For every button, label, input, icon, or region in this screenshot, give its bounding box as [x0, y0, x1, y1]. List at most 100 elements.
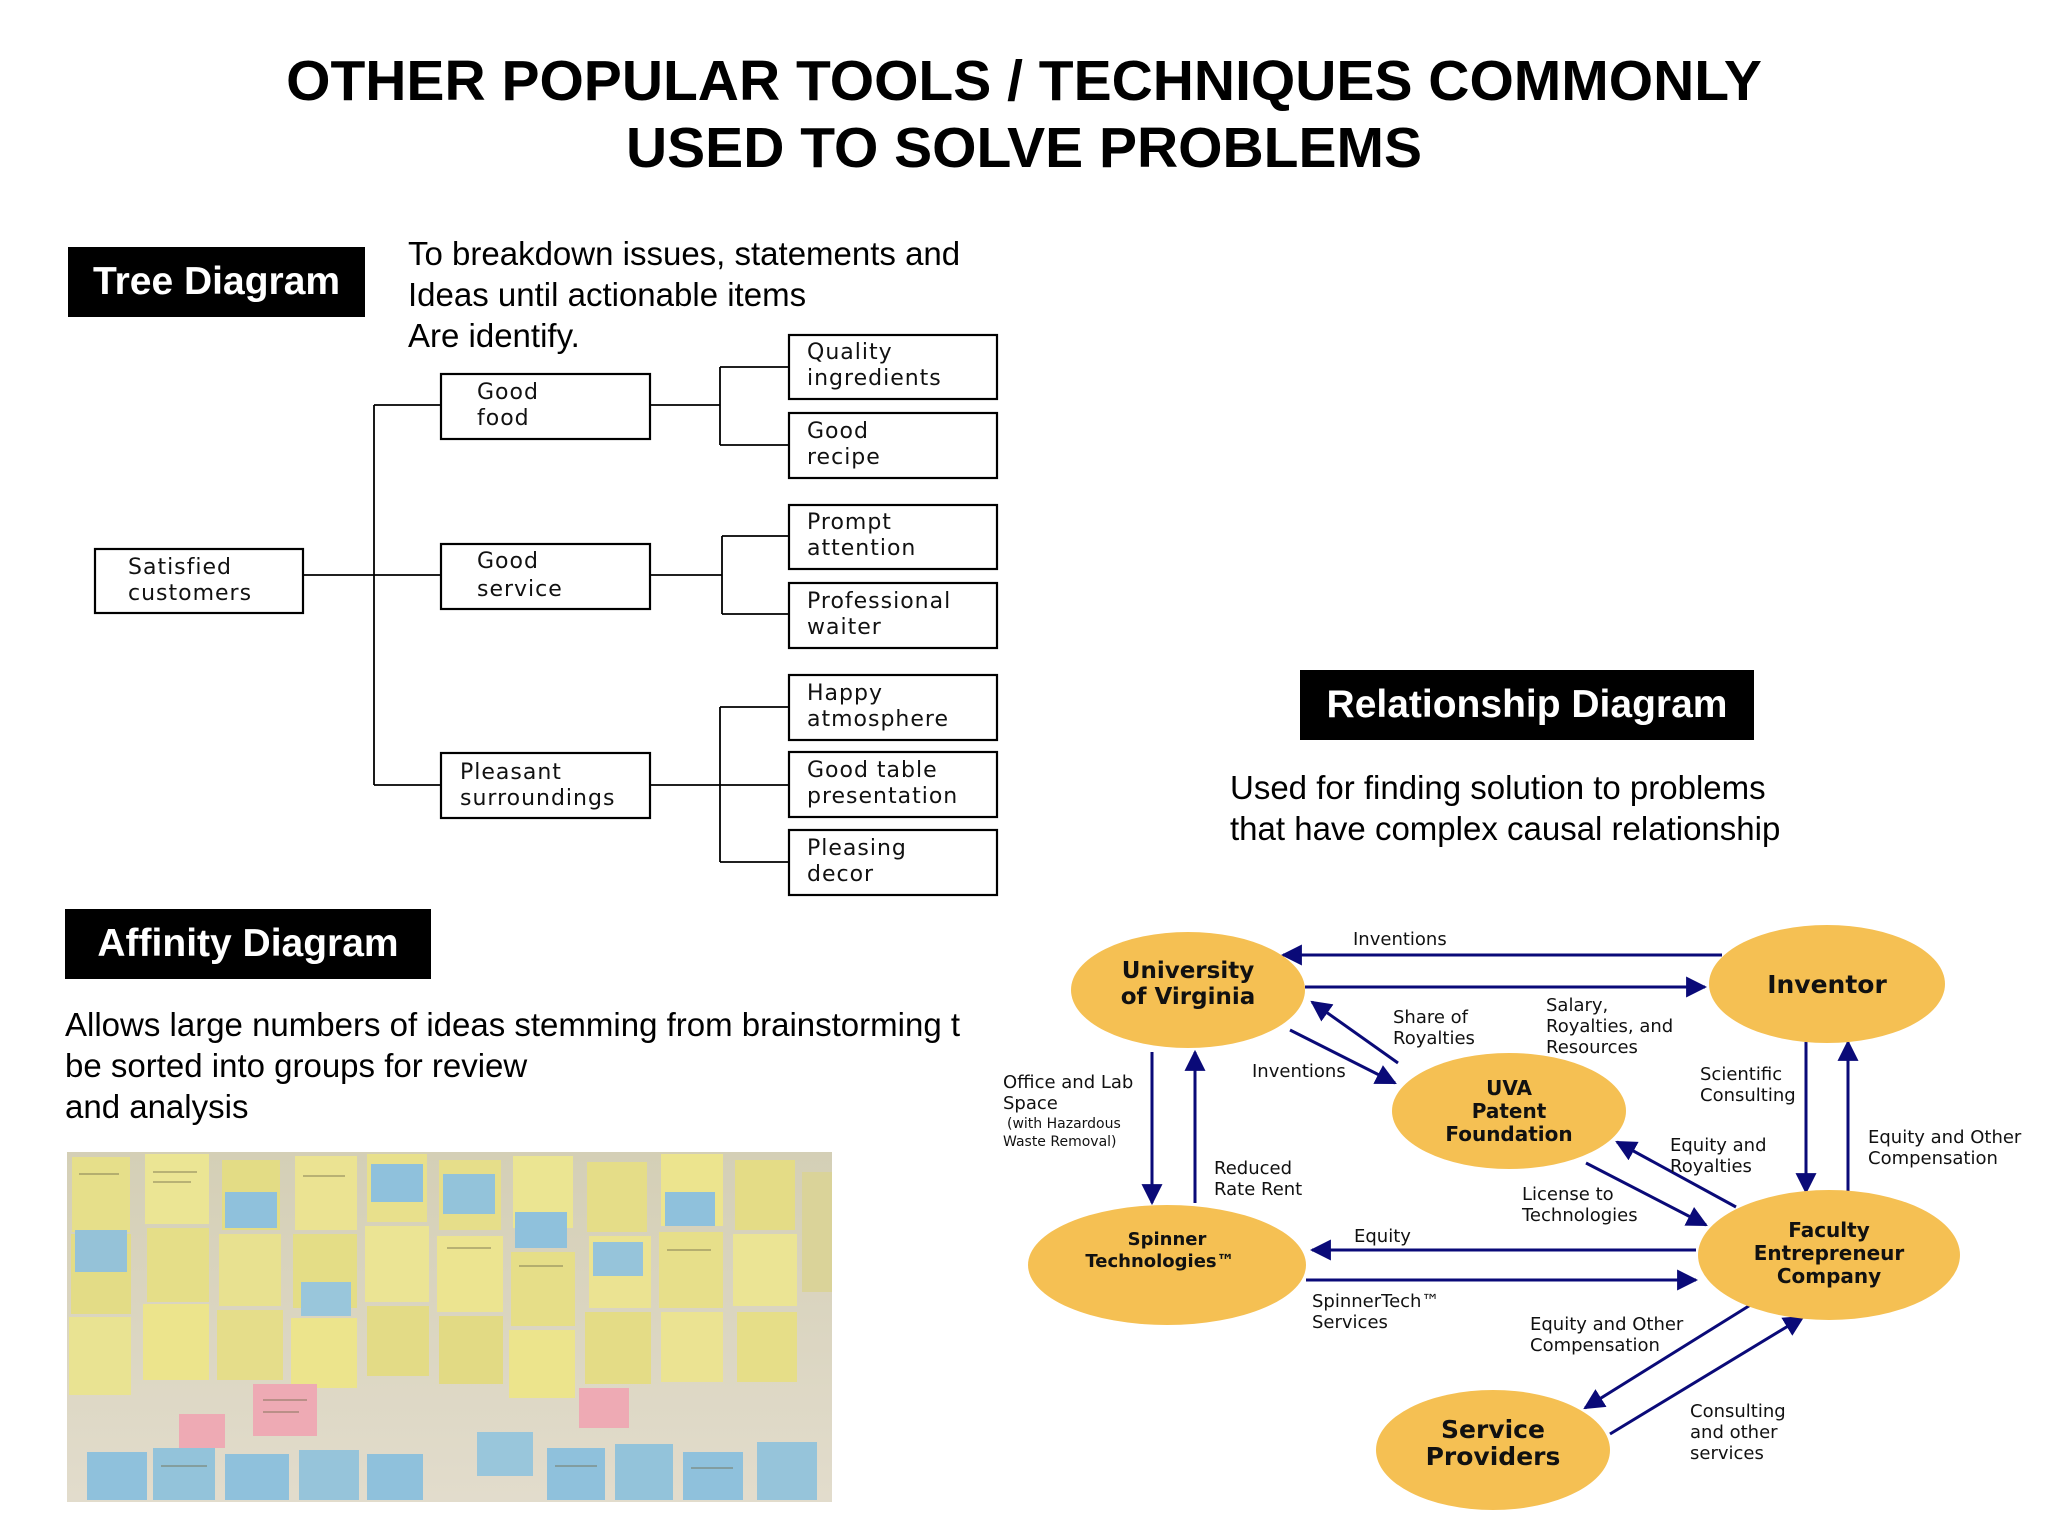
affinity-desc-line-1: Allows large numbers of ideas stemming f…: [65, 1006, 961, 1043]
sticky-note: [737, 1312, 797, 1382]
affinity-desc-line-3: and analysis: [65, 1088, 249, 1125]
sticky-note: [615, 1444, 673, 1500]
sticky-note: [145, 1154, 209, 1224]
sticky-note: [365, 1226, 429, 1302]
sticky-notes-wall: [67, 1152, 832, 1502]
relationship-desc-line-2: that have complex causal relationship: [1230, 810, 1781, 847]
tree-leaf-box: [787, 828, 999, 897]
node-service-providers: [1376, 1390, 1610, 1510]
node-spinner-technologies: [1028, 1205, 1306, 1325]
node-faculty-entrepreneur-company: [1698, 1190, 1960, 1320]
sticky-note: [585, 1312, 651, 1384]
sticky-note: [253, 1384, 317, 1436]
tree-leaf-box: [787, 333, 999, 401]
sticky-note: [802, 1172, 832, 1292]
sticky-note: [757, 1442, 817, 1500]
sticky-note: [153, 1448, 215, 1500]
sticky-note: [225, 1192, 277, 1228]
affinity-diagram-label: Affinity Diagram: [65, 909, 431, 979]
relationship-desc-line-1: Used for finding solution to problems: [1230, 769, 1766, 806]
node-text-inventor: Inventor: [1767, 970, 1887, 999]
sticky-note: [367, 1306, 429, 1376]
arrow-faculty-to-service: [1583, 1302, 1753, 1410]
page-title: OTHER POPULAR TOOLS / TECHNIQUES COMMONL…: [0, 48, 2048, 182]
sticky-note: [547, 1448, 605, 1500]
arrow-faculty-to-patent: [1615, 1140, 1737, 1209]
affinity-desc-line-2: be sorted into groups for review: [65, 1047, 528, 1084]
sticky-note: [367, 1454, 423, 1500]
sticky-note: [443, 1174, 495, 1214]
relationship-diagram-description: Used for finding solution to problems th…: [1230, 767, 1780, 849]
sticky-note: [683, 1452, 743, 1500]
sticky-note: [735, 1160, 795, 1230]
sticky-note: [72, 1157, 130, 1232]
sticky-note: [295, 1156, 357, 1230]
affinity-diagram-description: Allows large numbers of ideas stemming f…: [65, 1004, 960, 1127]
arrow-uva-to-patent: [1289, 1028, 1397, 1085]
tree-leaf-box: [787, 411, 999, 480]
sticky-note: [439, 1316, 503, 1384]
sticky-note: [509, 1330, 575, 1398]
sticky-note: [371, 1164, 423, 1202]
edge-label-equity: Equity: [1354, 1226, 1411, 1247]
sticky-note: [511, 1252, 575, 1326]
sticky-note: [515, 1212, 567, 1248]
edge-label-inventions-mid: Inventions: [1252, 1061, 1346, 1082]
sticky-note: [733, 1234, 797, 1306]
tree-branch-box-service: [439, 542, 652, 611]
relationship-diagram-label: Relationship Diagram: [1300, 670, 1754, 740]
sticky-note: [143, 1304, 209, 1380]
tree-branch-box-food: [439, 372, 652, 441]
tree-desc-line-2: Ideas until actionable items: [408, 276, 807, 313]
tree-diagram-label: Tree Diagram: [68, 247, 365, 317]
sticky-note: [587, 1162, 647, 1232]
sticky-note: [665, 1192, 715, 1226]
arrow-service-to-faculty: [1609, 1315, 1805, 1436]
tree-desc-line-3: Are identify.: [408, 317, 580, 354]
page-title-line-1: OTHER POPULAR TOOLS / TECHNIQUES COMMONL…: [286, 49, 1762, 113]
sticky-note: [659, 1232, 723, 1308]
node-inventor: [1709, 925, 1945, 1043]
tree-leaf-box: [787, 673, 999, 742]
sticky-note: [219, 1234, 281, 1306]
sticky-note: [225, 1454, 289, 1500]
affinity-photo: [67, 1152, 832, 1502]
page-title-line-2: USED TO SOLVE PROBLEMS: [626, 116, 1422, 180]
tree-diagram-description: To breakdown issues, statements and Idea…: [408, 233, 960, 356]
sticky-note: [661, 1312, 723, 1382]
tree-root-box: [93, 547, 305, 615]
sticky-note: [217, 1310, 283, 1380]
tree-leaf-box: [787, 750, 999, 819]
sticky-note: [291, 1318, 357, 1388]
edge-label-inventions-top: Inventions: [1353, 929, 1447, 950]
sticky-note: [87, 1452, 147, 1500]
arrow-patent-to-uva: [1310, 1000, 1399, 1065]
